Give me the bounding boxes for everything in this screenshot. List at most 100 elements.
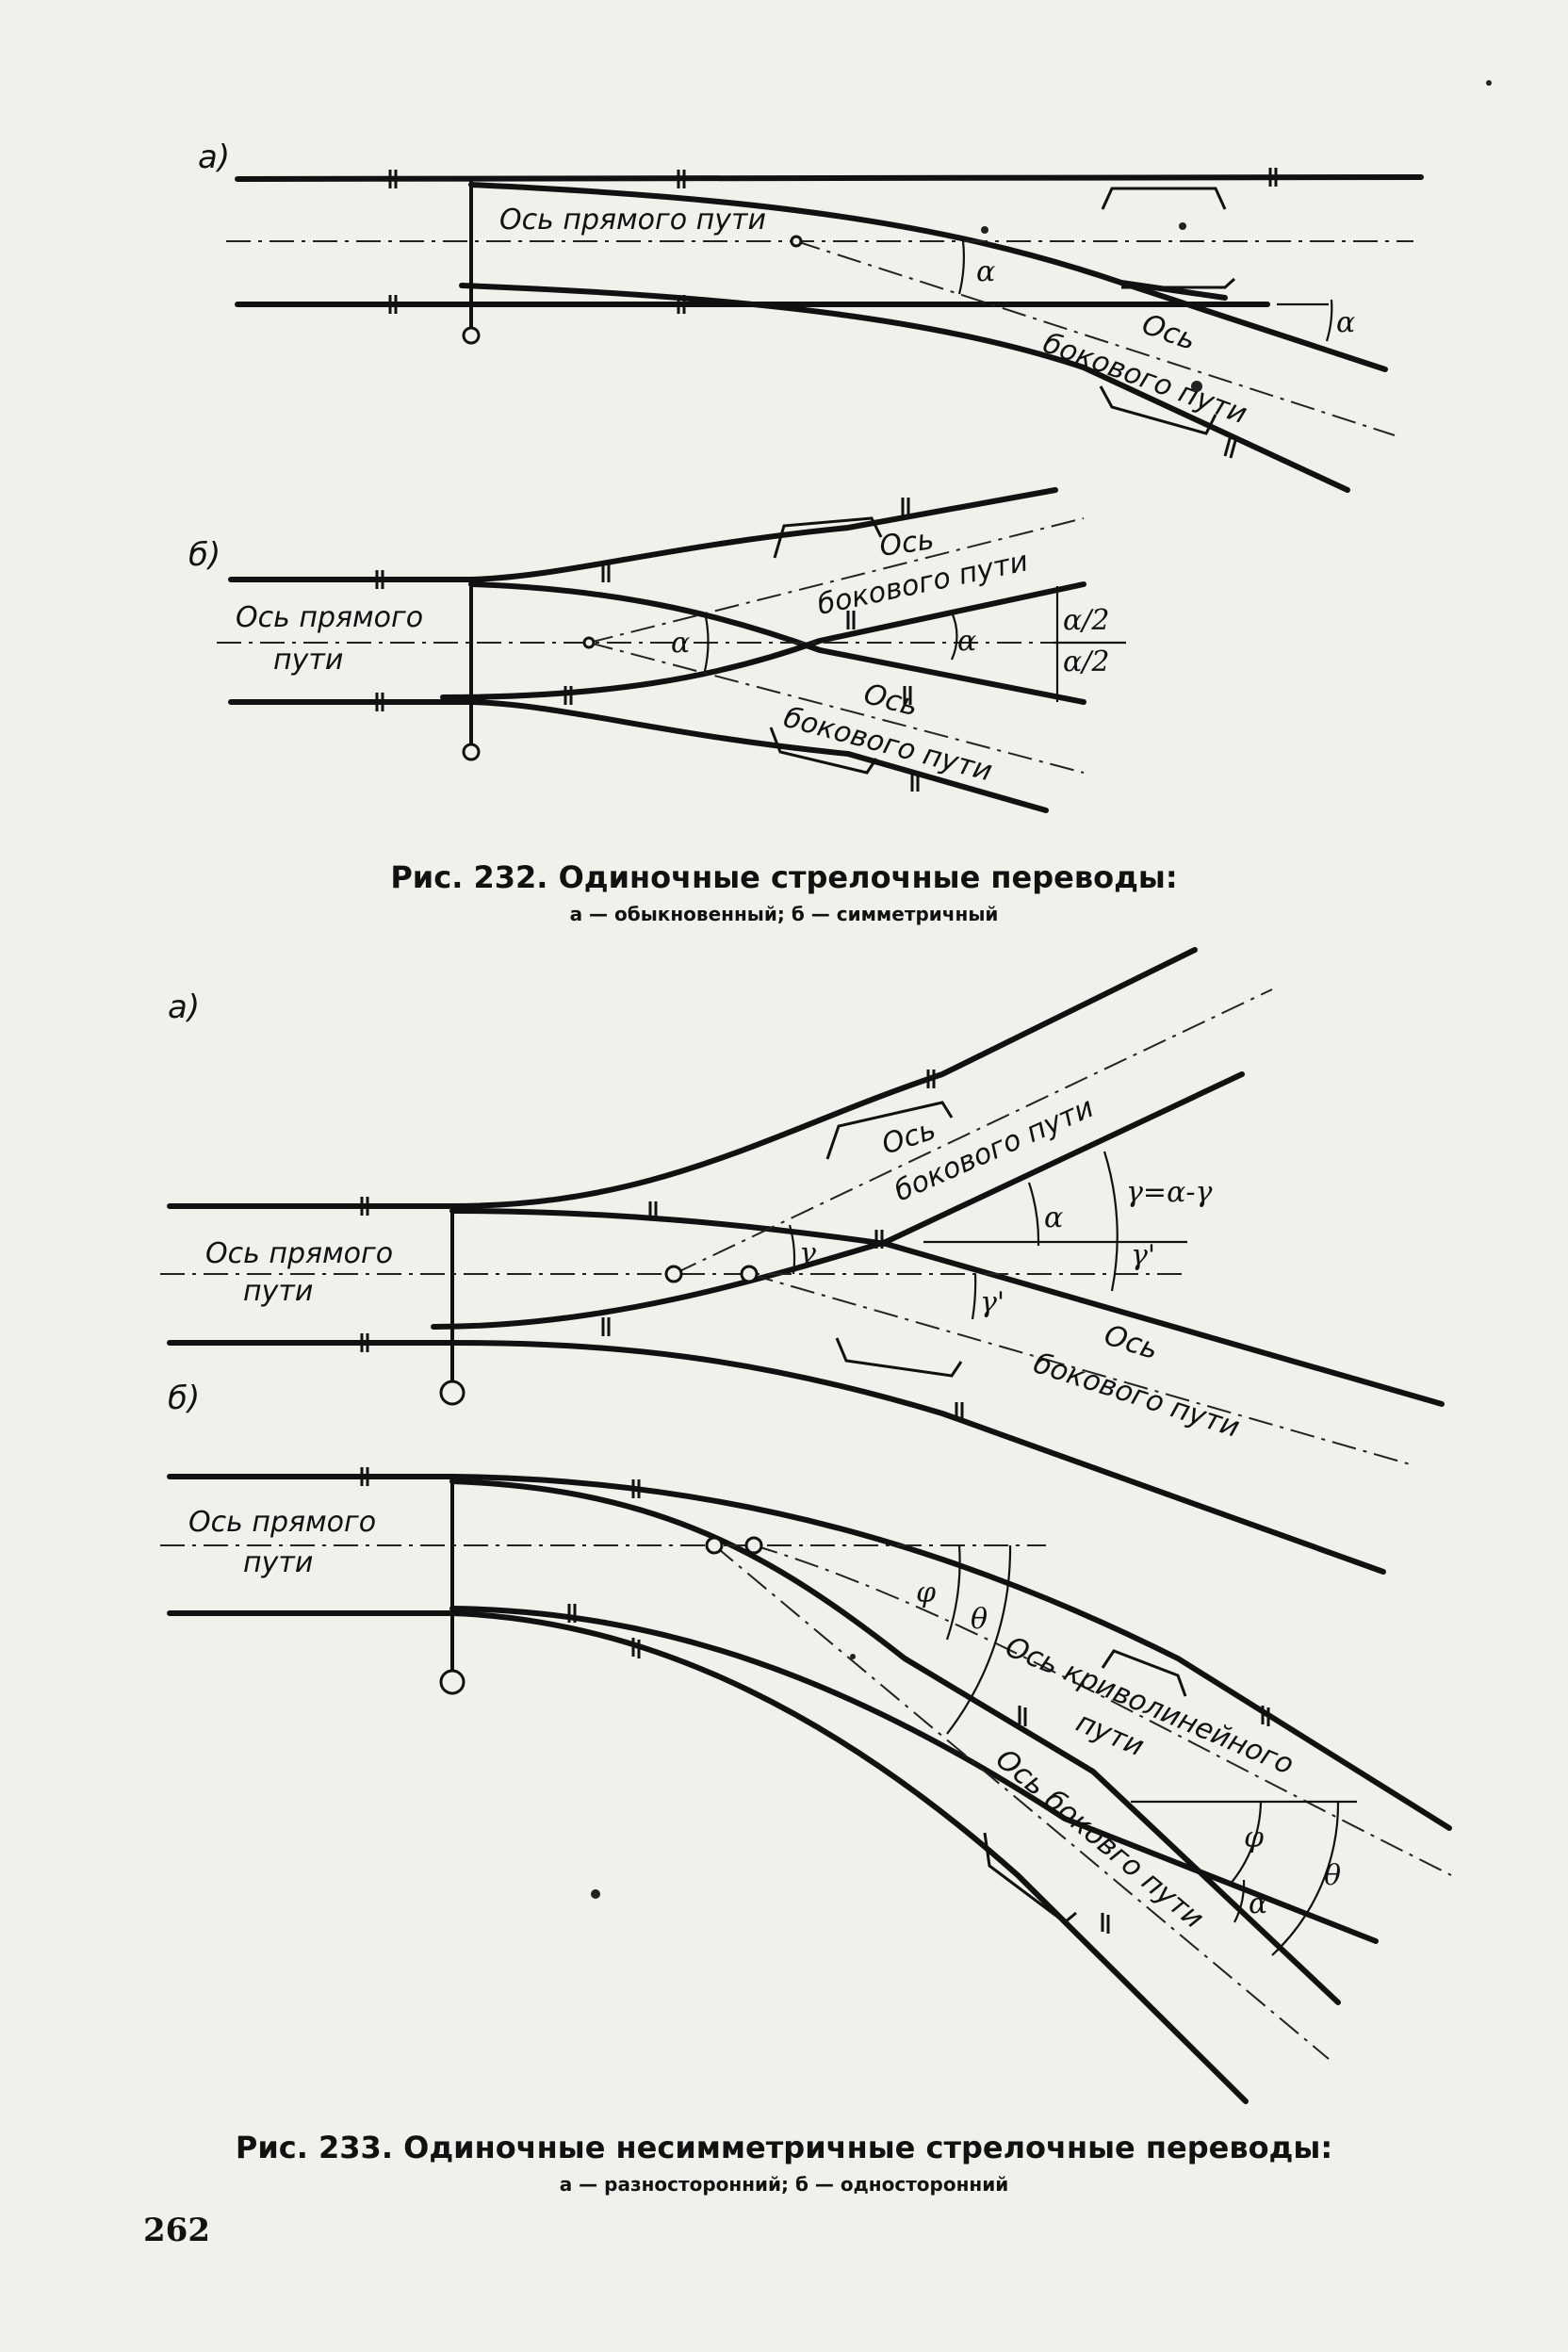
angle-arc <box>1271 1801 1340 1956</box>
fig233-caption-title: Рис. 233. Одиночные несимметричные стрел… <box>235 2130 1333 2165</box>
node-point <box>462 743 481 761</box>
angle-arc <box>1102 1151 1119 1292</box>
bracket <box>773 516 883 559</box>
bracket <box>1121 277 1236 289</box>
fig233-a-panel-label: а) <box>168 988 200 1026</box>
angle-arc <box>1027 1182 1040 1247</box>
fig232-b-diagram: б) Ось прямого пути Ось бокового пути <box>188 487 1126 813</box>
fig233-caption-subtitle: а — разносторонний; б — односторонний <box>559 2173 1009 2196</box>
fig232-b-straight-axis-label: Ось прямого <box>236 601 423 634</box>
fig232-a-angle-label: α <box>976 255 995 288</box>
rail <box>468 182 1388 372</box>
rail <box>468 581 1086 705</box>
fig232-b-side-lower-label: Ось <box>860 678 922 724</box>
rail <box>167 1474 1452 1831</box>
rail <box>228 699 1049 813</box>
fig232-caption-title: Рис. 232. Одиночные стрелочные переводы: <box>390 859 1178 895</box>
axis-line <box>753 1544 1452 1876</box>
rail-joints <box>360 1070 964 1421</box>
bracket <box>825 1101 954 1160</box>
fig233-a-straight-axis-label: пути <box>243 1275 313 1308</box>
axis-line <box>748 1273 1414 1466</box>
rail <box>449 1606 1379 1944</box>
rail <box>459 283 1350 493</box>
node-point <box>740 1265 759 1283</box>
fig233-b-alpha-label: α <box>1249 1887 1267 1920</box>
axis-line <box>673 988 1273 1275</box>
angle-arc <box>945 1544 961 1641</box>
bracket <box>1101 187 1227 210</box>
fig232-a-panel-label: а) <box>198 139 230 176</box>
fig233-a-gamma-label: γ <box>799 1237 816 1270</box>
bracket <box>835 1337 963 1378</box>
fig232-b-half-upper-label: α/2 <box>1063 604 1109 637</box>
angle-arc <box>946 1544 1012 1735</box>
rail <box>449 1208 1445 1407</box>
fig232-a-straight-axis-label: Ось прямого пути <box>499 204 766 237</box>
angle-arc <box>957 240 965 295</box>
fig233-b-panel-label: б) <box>168 1380 200 1417</box>
fig232-a-angle-label-2: α <box>1336 306 1355 339</box>
node-point <box>462 326 481 345</box>
fig232-b-half-lower-label: α/2 <box>1063 645 1109 678</box>
fig233-a-gamma-prime-label-2: γ' <box>1131 1239 1155 1272</box>
rail <box>167 947 1198 1209</box>
angle-arc <box>950 612 958 661</box>
fig232-caption-subtitle: а — обыкновенный; б — симметричный <box>569 903 999 925</box>
node-point <box>790 235 803 248</box>
bracket <box>983 1832 1077 1924</box>
rail <box>1119 280 1228 301</box>
bracket <box>1101 1649 1187 1697</box>
fig233-a-alpha-label: α <box>1044 1201 1063 1234</box>
rail-joints <box>360 1467 1270 1934</box>
angle-arc <box>788 1224 796 1275</box>
fig233-a-side-lower-label: Ось <box>1101 1318 1163 1366</box>
node-point <box>744 1536 763 1555</box>
rail <box>440 581 1086 700</box>
axis-line <box>713 1544 1330 2060</box>
axis-line <box>795 240 1396 436</box>
rail <box>235 174 1424 182</box>
node-point <box>439 1669 466 1695</box>
fig233-a-side-upper-label: Ось <box>878 1113 940 1161</box>
bracket <box>769 727 878 775</box>
rail <box>449 1478 1341 2005</box>
fig233-b-straight-axis-label: пути <box>243 1546 313 1579</box>
node-point <box>439 1380 466 1406</box>
angle-arc <box>1233 1879 1246 1923</box>
node-point <box>582 636 596 649</box>
angle-arc <box>703 612 710 672</box>
rail <box>431 1071 1245 1330</box>
fig233-a-straight-axis-label: Ось прямого <box>205 1237 393 1270</box>
fig233-b-phi-label-2: φ <box>1244 1821 1264 1854</box>
fig232-b-straight-axis-label: пути <box>273 644 343 677</box>
axis-line <box>588 517 1085 644</box>
scan-speckles <box>591 80 1492 1899</box>
fig232-b-angle-label: α <box>671 627 690 660</box>
rail-joints <box>388 168 1278 459</box>
fig233-a-gamma-prime-label: γ' <box>980 1286 1004 1319</box>
fig232-b-angle-label-2: α <box>957 625 976 658</box>
fig232-a-side-axis-label: Ось <box>1137 308 1200 358</box>
fig233-a-gamma-eq-label: γ=α-γ <box>1126 1176 1212 1209</box>
fig232-b-panel-label: б) <box>188 536 220 574</box>
angle-arc <box>971 1273 977 1320</box>
fig233-b-theta-label-2: θ <box>1324 1859 1341 1892</box>
rail <box>167 1340 1386 1575</box>
node-point <box>705 1536 724 1555</box>
fig232-b-side-upper-label: Ось <box>877 523 936 564</box>
fig232-a-diagram: а) Ось прямого пути <box>198 139 1424 493</box>
fig233-b-theta-label: θ <box>971 1603 988 1636</box>
rail-joints <box>375 498 920 792</box>
fig233-b-phi-label: φ <box>916 1576 936 1609</box>
angle-arc <box>1229 1801 1263 1886</box>
angle-arc <box>1325 299 1333 342</box>
fig233-b-side-axis-label: Ось боковго пути <box>989 1742 1210 1935</box>
node-point <box>664 1265 683 1283</box>
bracket <box>1099 385 1217 435</box>
page-number: 262 <box>143 2212 210 2249</box>
fig233-b-diagram: б) Ось прямого пути Ось криволиней <box>160 1380 1452 2104</box>
fig233-b-straight-axis-label: Ось прямого <box>188 1506 376 1539</box>
